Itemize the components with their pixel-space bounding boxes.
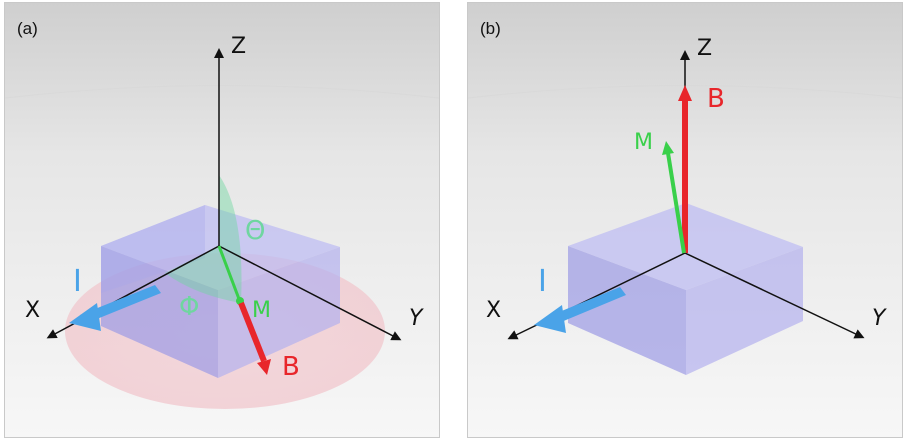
panel-b: Z X Y I M B (b) <box>467 2 903 438</box>
current-label: I <box>538 264 547 299</box>
field-arrow <box>238 301 271 375</box>
field-arrow <box>678 85 692 253</box>
y-axis <box>684 252 865 339</box>
moment-label: M <box>252 298 271 323</box>
moment-label: M <box>634 130 653 155</box>
field-label: B <box>282 352 300 382</box>
moment-arrow <box>662 141 686 254</box>
current-arrow <box>534 287 626 333</box>
diagram-b: Z X Y I M B <box>468 3 902 437</box>
x-axis-label: X <box>486 298 501 323</box>
y-axis-label: Y <box>872 306 887 331</box>
phi-wedge <box>165 246 241 303</box>
moment-arrow <box>217 245 241 300</box>
theta-wedge <box>219 175 242 303</box>
y-axis-label: Y <box>409 306 424 331</box>
current-label: I <box>73 264 82 299</box>
current-arrow <box>69 285 161 331</box>
phi-label: Φ <box>179 292 199 322</box>
room-edge <box>5 85 439 99</box>
z-axis-label: Z <box>697 36 712 61</box>
y-axis <box>218 245 402 341</box>
panel-b-label: (b) <box>480 19 501 38</box>
panel-a-label: (a) <box>17 19 38 38</box>
field-label: B <box>707 84 725 114</box>
panel-a: Z X Y I M B Θ Φ (a) <box>4 2 440 438</box>
x-axis-label: X <box>25 298 40 323</box>
theta-label: Θ <box>245 216 265 246</box>
z-axis-label: Z <box>231 34 246 59</box>
diagram-a: Z X Y I M B Θ Φ <box>5 3 439 437</box>
